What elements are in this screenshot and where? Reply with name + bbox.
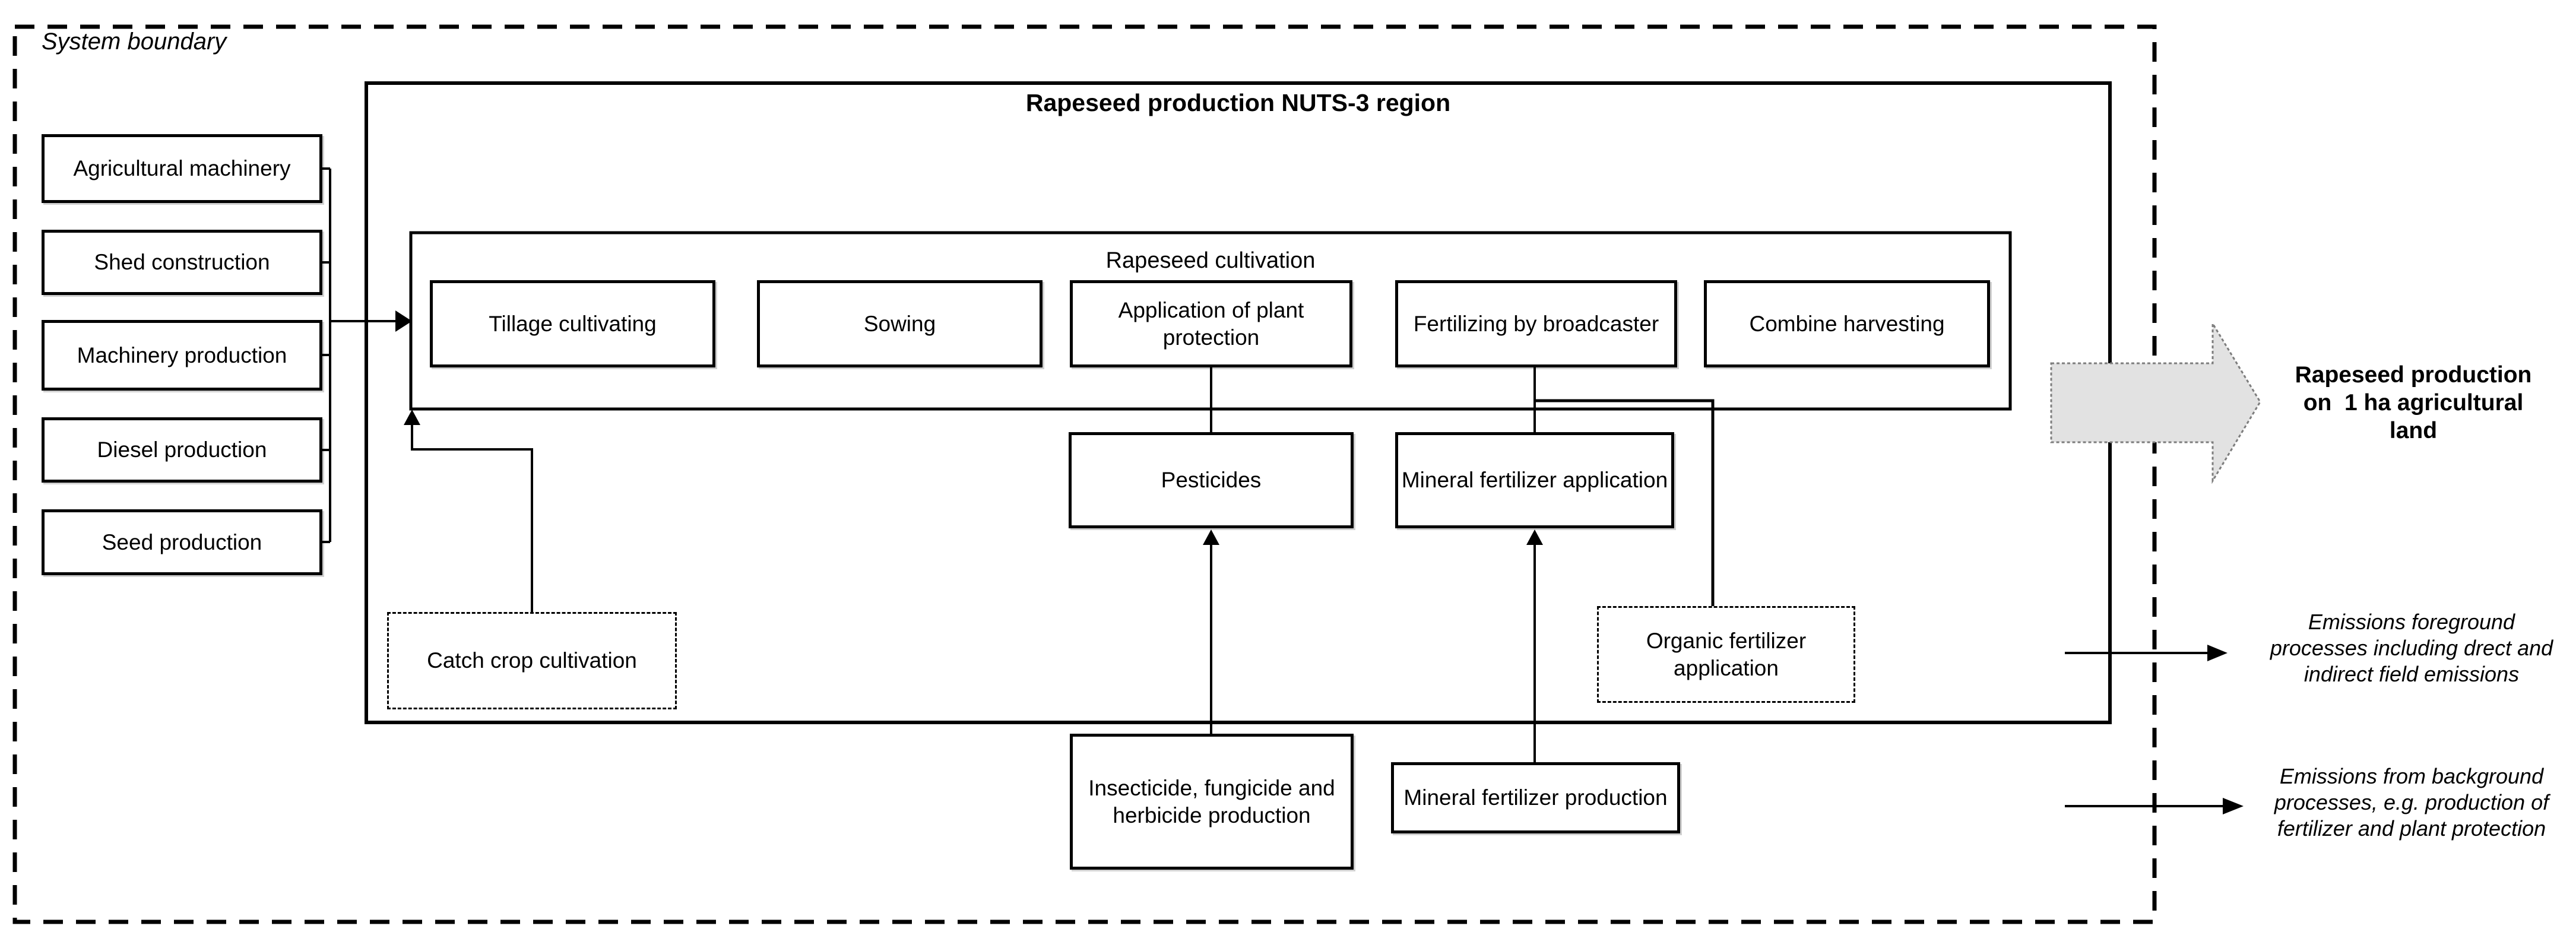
box-label: Mineral fertilizer production: [1403, 785, 1668, 810]
input-bracket: [322, 167, 331, 543]
output-arrow-shape: [2050, 320, 2261, 484]
emissions-background-label: Emissions from background processes, e.g…: [2274, 764, 2549, 841]
box-label: Insecticide, fungicide and herbicide pro…: [1088, 776, 1335, 827]
box-insecticide-fungicide-herbicide-production: Insecticide, fungicide and herbicide pro…: [1070, 734, 1354, 870]
box-combine-harvesting: Combine harvesting: [1704, 280, 1990, 367]
cultivation-title: Rapeseed cultivation: [1105, 248, 1316, 273]
emissions-foreground-arrow: [2065, 645, 2228, 661]
box-diesel-production: Diesel production: [42, 417, 322, 483]
emissions-foreground-label: Emissions foreground processes including…: [2270, 610, 2553, 686]
box-label: Application of plant protection: [1118, 298, 1304, 350]
box-label: Tillage cultivating: [489, 311, 657, 336]
box-pesticides: Pesticides: [1069, 432, 1354, 528]
box-sowing: Sowing: [757, 280, 1043, 367]
box-tillage-cultivating: Tillage cultivating: [430, 280, 715, 367]
box-label: Organic fertilizer application: [1646, 629, 1807, 680]
box-label: Shed construction: [94, 250, 270, 275]
box-agricultural-machinery: Agricultural machinery: [42, 134, 322, 203]
box-label: Machinery production: [77, 343, 287, 367]
box-label: Fertilizing by broadcaster: [1413, 311, 1659, 336]
inputs-flow-arrow: [330, 310, 412, 332]
catch-crop-arrow: [404, 410, 533, 612]
box-label: Mineral fertilizer application: [1401, 468, 1668, 493]
emissions-background-arrow: [2065, 798, 2244, 814]
organic-fertilizer-line: [1535, 399, 1715, 606]
box-catch-crop-cultivation: Catch crop cultivation: [387, 612, 677, 709]
box-shed-construction: Shed construction: [42, 230, 322, 295]
box-fertilizing-broadcaster: Fertilizing by broadcaster: [1395, 280, 1677, 367]
box-mineral-fertilizer-production: Mineral fertilizer production: [1391, 762, 1680, 833]
box-label: Catch crop cultivation: [427, 648, 637, 673]
box-organic-fertilizer-application: Organic fertilizer application: [1597, 606, 1855, 703]
box-machinery-production: Machinery production: [42, 320, 322, 391]
output-label: Rapeseed production on 1 ha agricultural…: [2295, 362, 2532, 443]
mineral-production-arrow: [1526, 530, 1543, 762]
system-boundary-label: System boundary: [42, 28, 227, 55]
box-label: Pesticides: [1161, 468, 1262, 493]
box-seed-production: Seed production: [42, 509, 322, 575]
box-application-plant-protection: Application of plant protection: [1070, 280, 1352, 367]
box-label: Seed production: [102, 530, 262, 554]
box-label: Agricultural machinery: [73, 156, 291, 181]
insecticide-production-arrow: [1203, 530, 1219, 734]
box-mineral-fertilizer-application: Mineral fertilizer application: [1395, 432, 1674, 528]
system-boundary-border: [12, 24, 2157, 924]
box-label: Combine harvesting: [1749, 311, 1945, 336]
box-label: Sowing: [863, 311, 936, 336]
box-label: Diesel production: [97, 437, 267, 462]
main-region-title: Rapeseed production NUTS-3 region: [1025, 89, 1451, 116]
